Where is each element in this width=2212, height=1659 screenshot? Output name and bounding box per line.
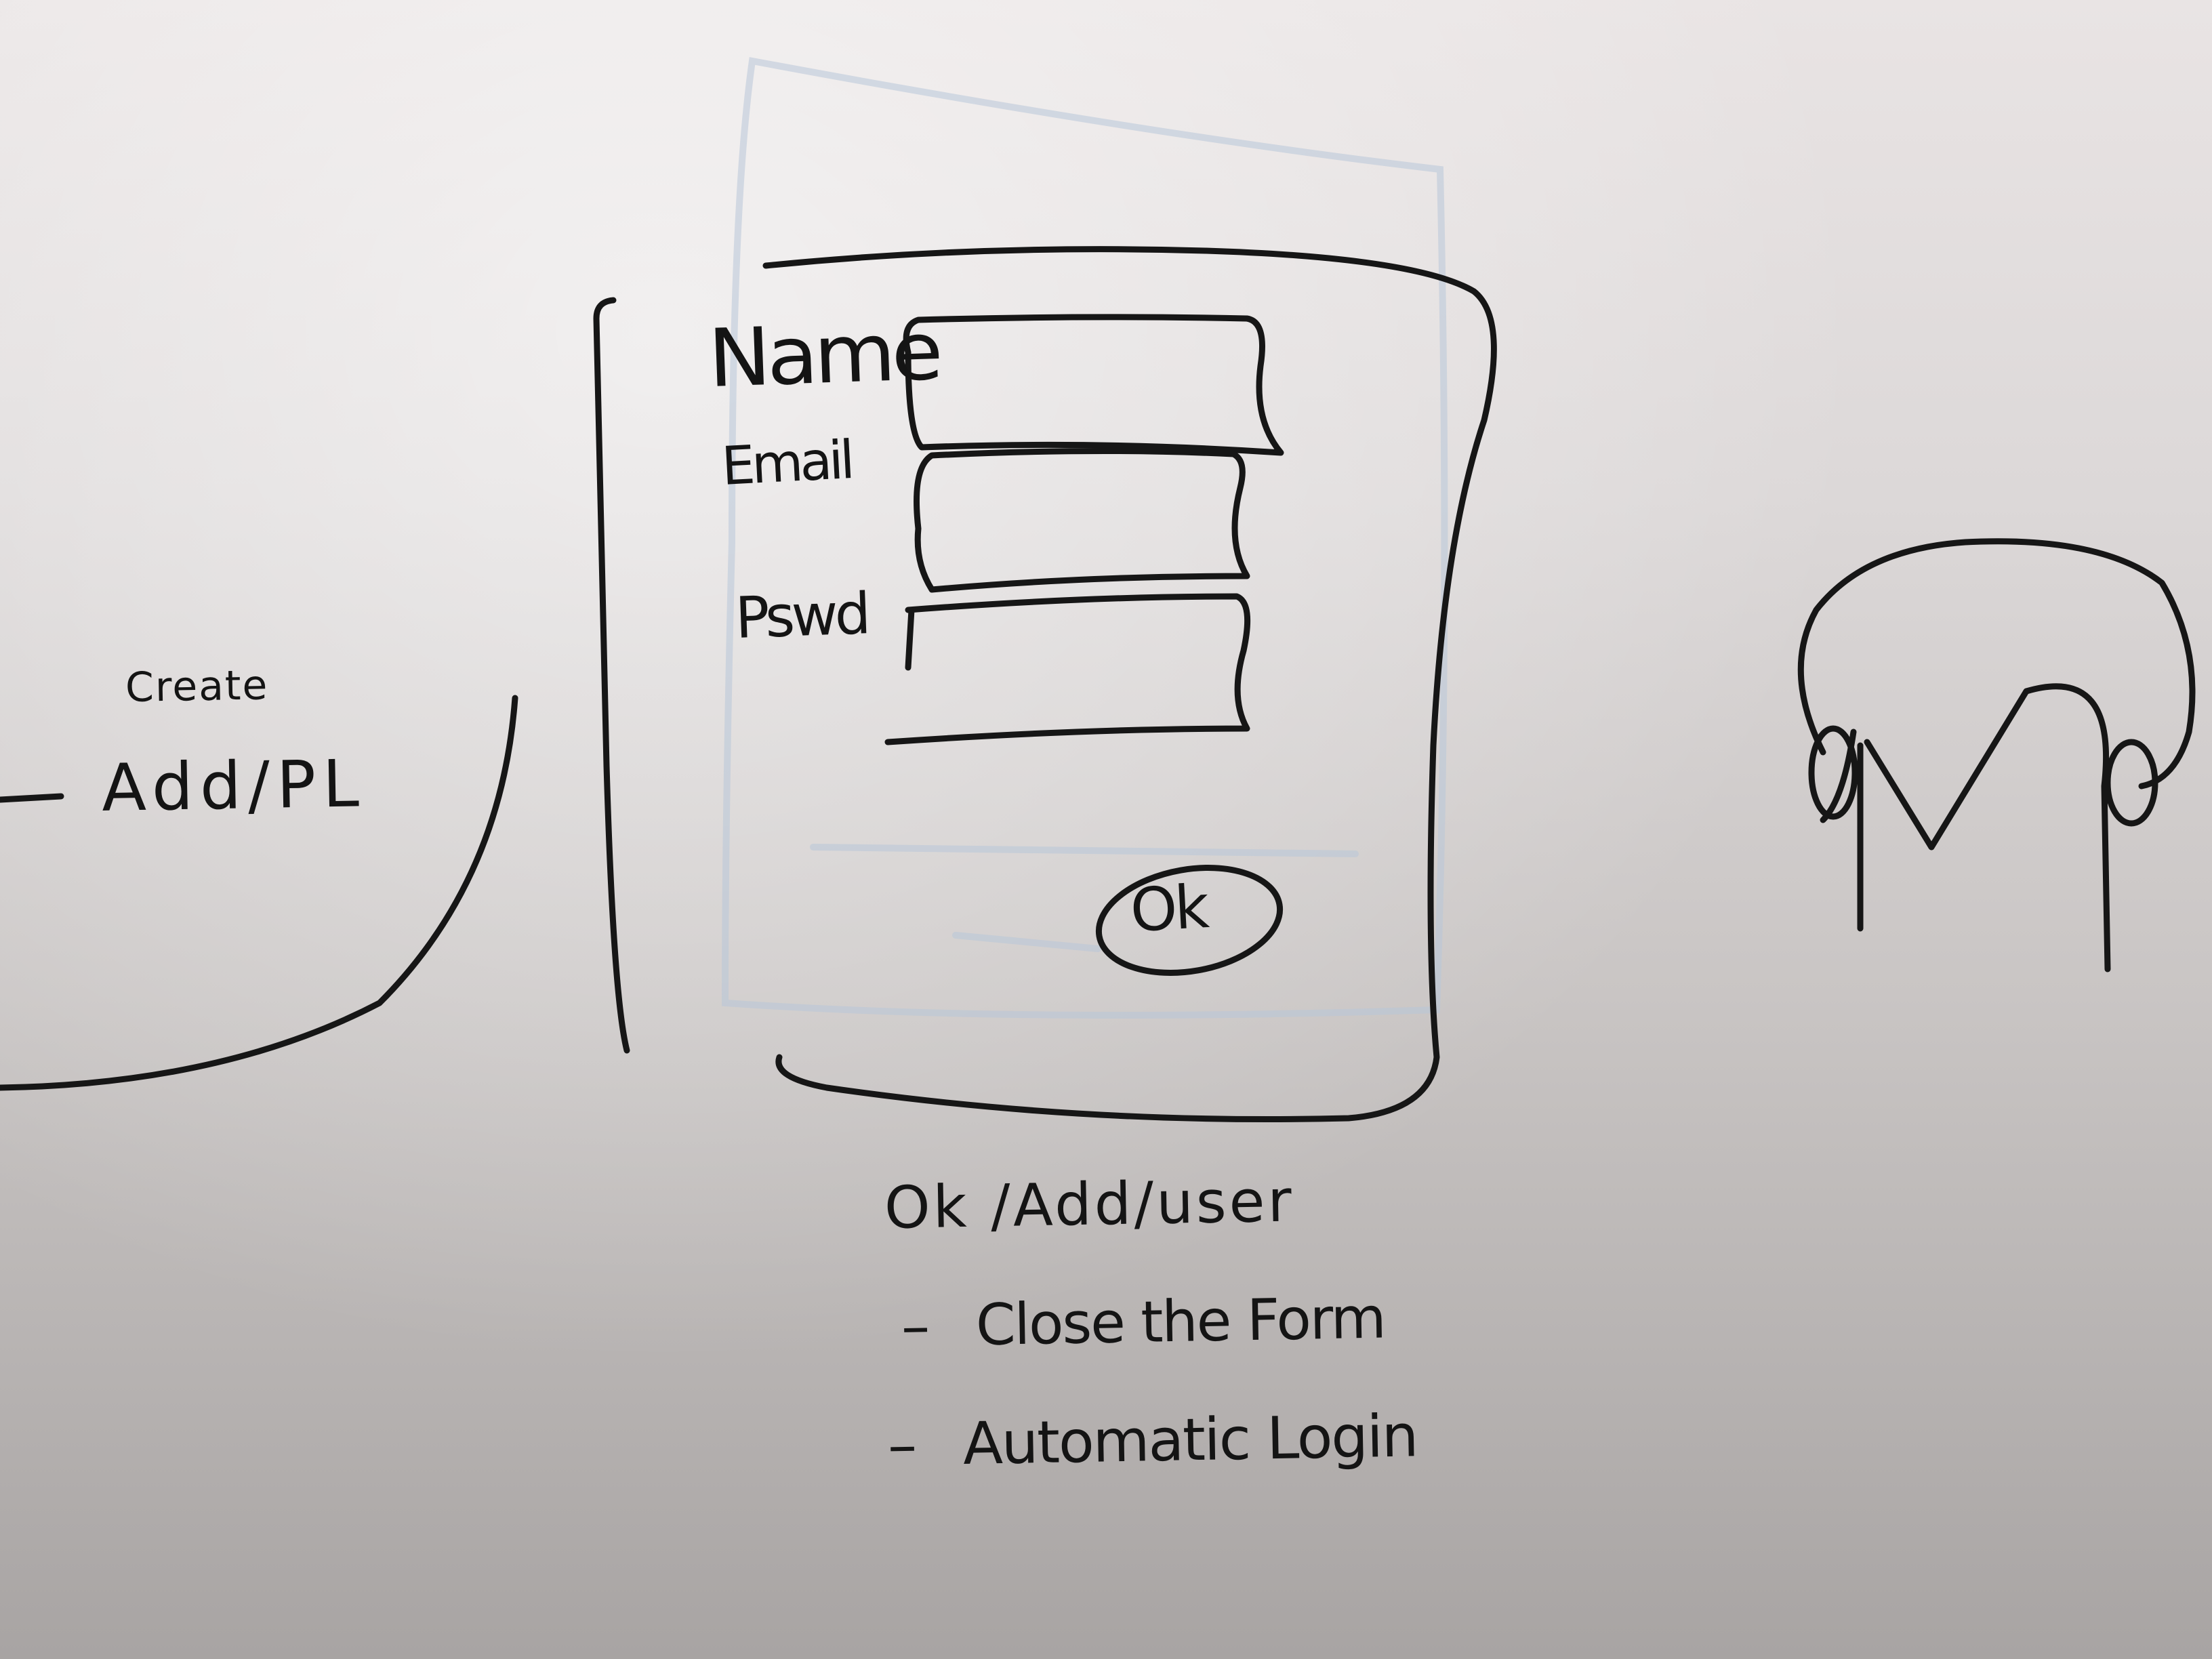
ghost-line	[952, 932, 1101, 952]
ghost-line	[810, 844, 1359, 857]
field-label-email: Email	[720, 430, 853, 497]
ok-button-oval	[1095, 865, 1284, 976]
password-field-box	[884, 593, 1251, 745]
headphone-arc	[1797, 538, 2196, 790]
note-item-text: Close the Form	[975, 1284, 1386, 1359]
email-field-box	[914, 447, 1250, 593]
frame-outline	[762, 246, 1497, 1123]
note-item: –Automatic Login	[887, 1402, 1418, 1479]
field-label-name: Name	[706, 304, 941, 405]
note-dash: –	[887, 1411, 916, 1479]
frame-left-edge	[593, 297, 630, 1054]
field-label-password: Pswd	[734, 580, 869, 651]
note-item: –Close the Form	[901, 1285, 1385, 1359]
figure-jaw	[1820, 729, 1857, 823]
note-dash: –	[901, 1292, 929, 1359]
password-field-left	[905, 607, 915, 671]
side-note-create: Create	[125, 661, 269, 712]
headphone-left-cup	[1808, 725, 1858, 820]
figure-body	[1857, 683, 2111, 972]
ghost-frame	[721, 57, 1448, 1019]
note-item-text: Automatic Login	[962, 1402, 1418, 1479]
left-arc	[0, 695, 518, 1091]
side-note-add-pl: Add/PL	[101, 745, 367, 826]
left-dash	[0, 793, 64, 803]
note-route: Ok /Add/user	[884, 1167, 1295, 1242]
name-field-box	[903, 314, 1284, 456]
ok-button-label: Ok	[1128, 872, 1208, 945]
